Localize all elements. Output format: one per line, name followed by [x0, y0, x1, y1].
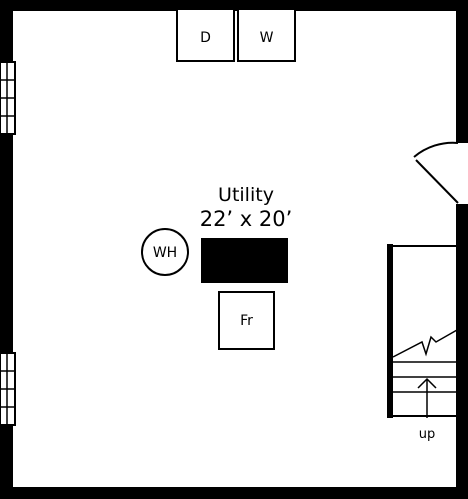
furnace — [201, 238, 288, 283]
freezer-label: Fr — [240, 313, 253, 329]
right-wall-lower — [456, 204, 468, 499]
stair-break-line — [392, 329, 458, 358]
water-heater-label: WH — [153, 245, 177, 261]
door[interactable] — [413, 141, 459, 204]
stair-wall — [387, 244, 393, 418]
freezer: Fr — [218, 291, 275, 350]
stair-arrow-head — [417, 377, 437, 389]
dryer: D — [176, 8, 235, 62]
door-swing-arc — [413, 141, 459, 158]
washer-label: W — [260, 30, 274, 46]
stairs: up — [387, 244, 458, 442]
window-left-lower — [0, 352, 16, 426]
door-leaf — [415, 159, 459, 204]
room-dimensions: 22’ x 20’ — [200, 207, 293, 231]
top-wall — [0, 0, 468, 11]
bottom-wall — [0, 487, 468, 499]
water-heater: WH — [141, 228, 189, 276]
stairs-up-label: up — [419, 427, 436, 442]
dryer-label: D — [200, 30, 211, 46]
washer: W — [237, 8, 296, 62]
window-left-upper — [0, 61, 16, 135]
right-wall-upper — [456, 0, 468, 143]
room-name: Utility — [218, 184, 274, 206]
